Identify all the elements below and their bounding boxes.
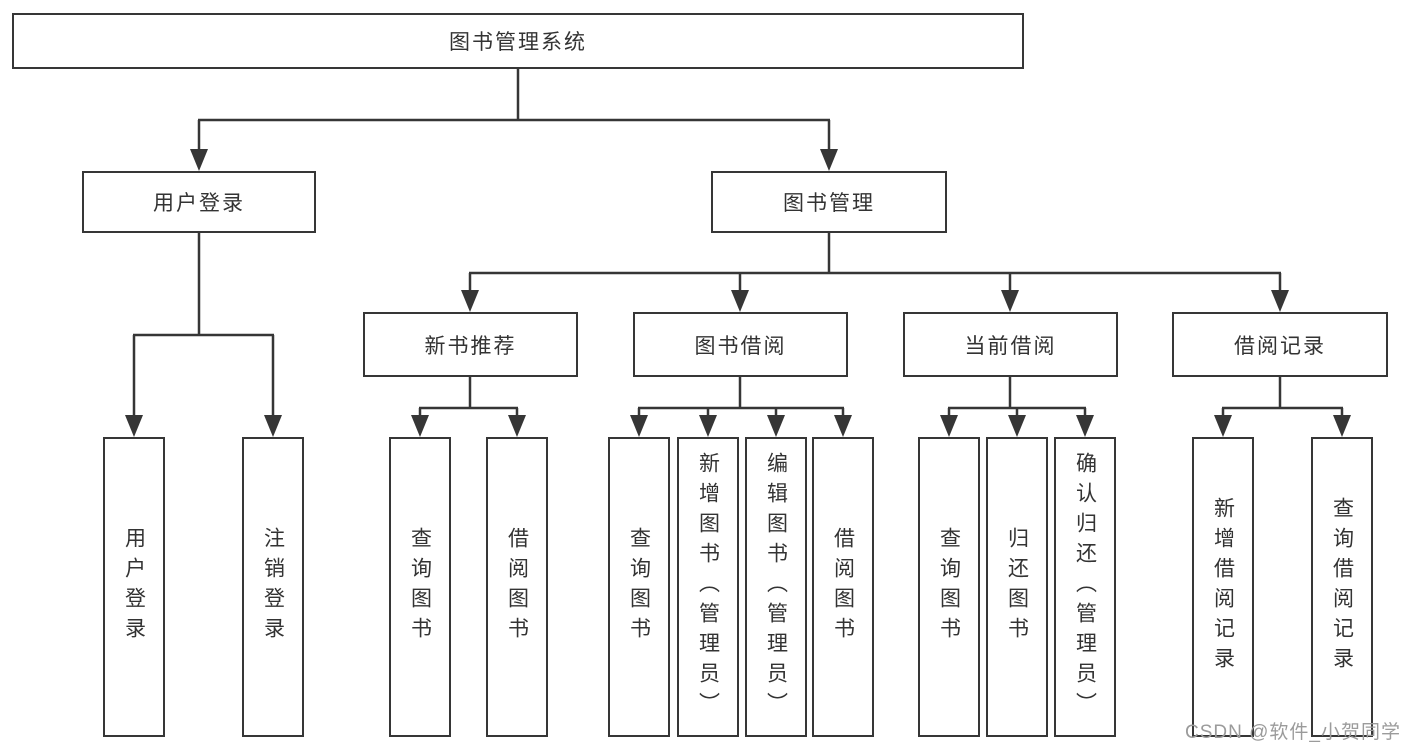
node-label: 查询图书 bbox=[408, 527, 432, 647]
node-label: 新增图书（管理员） bbox=[696, 452, 720, 722]
leaf-logout: 注销登录 bbox=[242, 437, 304, 737]
node-label: 图书借阅 bbox=[694, 334, 787, 358]
node-label: 借阅图书 bbox=[831, 527, 855, 647]
node-current-borrowing: 当前借阅 bbox=[903, 312, 1118, 377]
node-label: 查询借阅记录 bbox=[1330, 497, 1354, 677]
node-label: 查询图书 bbox=[627, 527, 651, 647]
node-label: 借阅图书 bbox=[505, 527, 529, 647]
leaf-query-books-current: 查询图书 bbox=[918, 437, 980, 737]
node-label: 当前借阅 bbox=[964, 334, 1057, 358]
leaf-user-login: 用户登录 bbox=[103, 437, 165, 737]
node-borrowing-records: 借阅记录 bbox=[1172, 312, 1388, 377]
leaf-query-books-recommend: 查询图书 bbox=[389, 437, 451, 737]
node-label: 确认归还（管理员） bbox=[1073, 452, 1097, 722]
node-user-login: 用户登录 bbox=[82, 171, 316, 233]
node-label: 编辑图书（管理员） bbox=[764, 452, 788, 722]
node-library-management-system: 图书管理系统 bbox=[12, 13, 1024, 69]
node-new-book-recommend: 新书推荐 bbox=[363, 312, 578, 377]
node-label: 归还图书 bbox=[1005, 527, 1029, 647]
node-label: 图书管理系统 bbox=[449, 31, 587, 54]
leaf-query-books-borrowing: 查询图书 bbox=[608, 437, 670, 737]
leaf-borrow-books-recommend: 借阅图书 bbox=[486, 437, 548, 737]
node-label: 新增借阅记录 bbox=[1211, 497, 1235, 677]
leaf-add-books-admin: 新增图书（管理员） bbox=[677, 437, 739, 737]
node-label: 用户登录 bbox=[122, 527, 146, 647]
node-book-borrowing: 图书借阅 bbox=[633, 312, 848, 377]
node-book-management: 图书管理 bbox=[711, 171, 947, 233]
leaf-borrow-books-borrowing: 借阅图书 bbox=[812, 437, 874, 737]
node-label: 用户登录 bbox=[153, 192, 245, 215]
node-label: 查询图书 bbox=[937, 527, 961, 647]
node-label: 新书推荐 bbox=[424, 334, 517, 358]
csdn-watermark: CSDN @软件_小贺同学 bbox=[1185, 722, 1401, 743]
leaf-query-borrow-record: 查询借阅记录 bbox=[1311, 437, 1373, 737]
leaf-confirm-return-admin: 确认归还（管理员） bbox=[1054, 437, 1116, 737]
node-label: 注销登录 bbox=[261, 527, 285, 647]
leaf-return-books: 归还图书 bbox=[986, 437, 1048, 737]
node-label: 借阅记录 bbox=[1234, 334, 1326, 358]
leaf-add-borrow-record: 新增借阅记录 bbox=[1192, 437, 1254, 737]
node-label: 图书管理 bbox=[783, 192, 875, 215]
leaf-edit-books-admin: 编辑图书（管理员） bbox=[745, 437, 807, 737]
